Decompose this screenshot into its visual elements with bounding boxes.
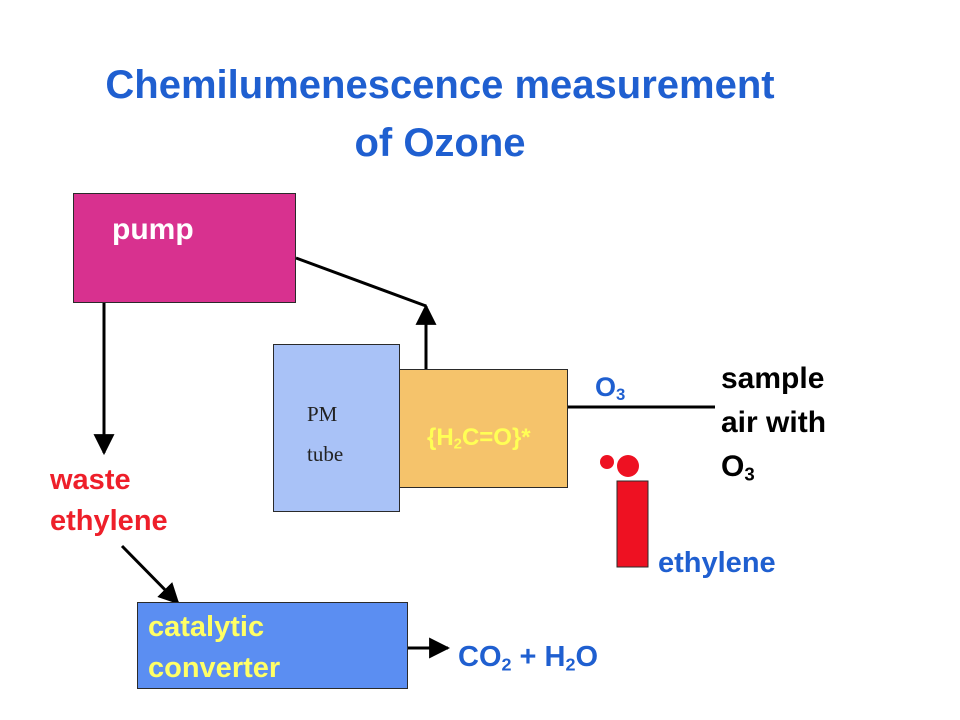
ozone-label: O3 bbox=[595, 372, 626, 405]
waste-ethylene-label-line-2: ethylene bbox=[50, 505, 168, 537]
waste-to-converter-arrow bbox=[120, 544, 180, 605]
page-title-line-2: of Ozone bbox=[354, 121, 526, 165]
catalytic-converter-box: catalytic converter bbox=[137, 602, 408, 689]
sample-air-label-line-2: air with bbox=[721, 406, 827, 439]
sample-air-label-line-3: O3 bbox=[721, 450, 755, 485]
ethylene-cylinder bbox=[616, 480, 649, 568]
converter-label-line-1: catalytic bbox=[148, 611, 265, 643]
pump-label: pump bbox=[112, 213, 194, 246]
waste-ethylene-label-line-1: waste bbox=[50, 464, 131, 496]
excited-formaldehyde-label: {H2C=O}* bbox=[427, 424, 531, 453]
pm-tube: PM tube bbox=[273, 344, 400, 512]
pm-tube-label-line-1: PM bbox=[307, 402, 338, 426]
products-label: CO2 + H2O bbox=[458, 641, 599, 675]
converter-label-line-2: converter bbox=[148, 652, 281, 684]
pump-box: pump bbox=[73, 193, 296, 303]
page-title-line-1: Chemilumenescence measurement bbox=[105, 63, 775, 107]
reaction-cell: {H2C=O}* bbox=[398, 369, 568, 488]
cell-to-pump-line bbox=[295, 256, 427, 308]
pm-tube-label-line-2: tube bbox=[307, 442, 344, 466]
ethylene-bubble-small bbox=[600, 455, 614, 469]
sample-air-label-line-1: sample bbox=[721, 362, 825, 395]
ethylene-label: ethylene bbox=[658, 547, 776, 579]
ethylene-bubble-large bbox=[617, 455, 639, 477]
